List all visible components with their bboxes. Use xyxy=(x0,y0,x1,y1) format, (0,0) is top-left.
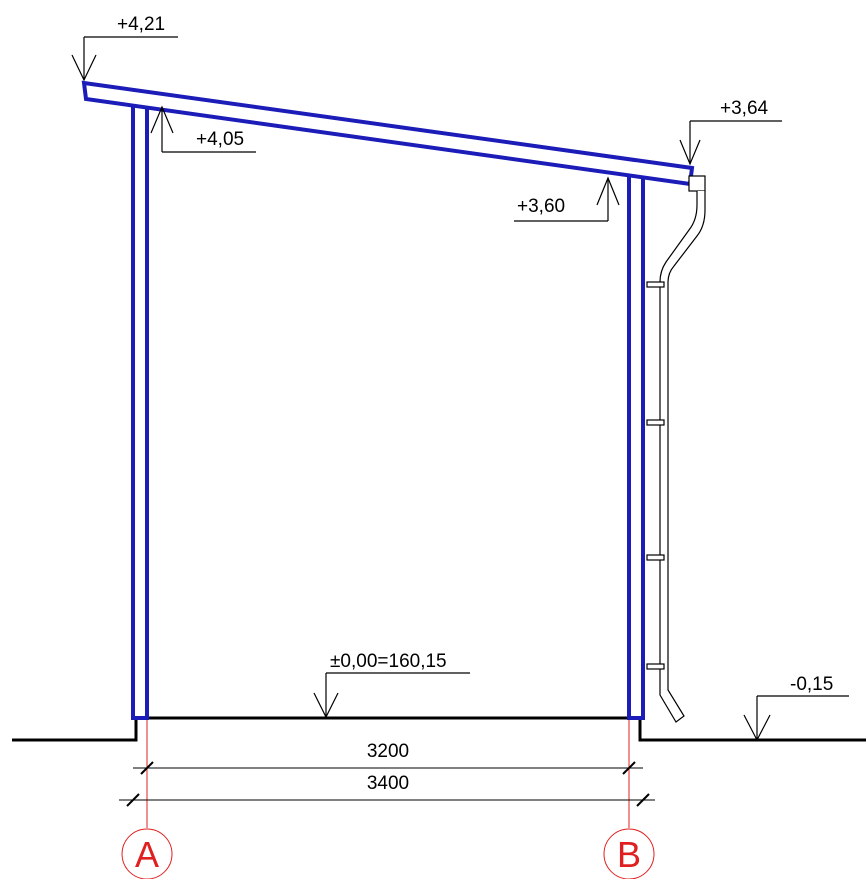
gutter xyxy=(688,175,706,192)
ground-line-left xyxy=(12,718,138,742)
elevation-mark-ground xyxy=(743,695,849,742)
downpipe-brackets xyxy=(646,281,665,670)
downpipe-bracket xyxy=(646,419,665,426)
left-wall xyxy=(131,101,149,720)
downpipe xyxy=(659,191,706,723)
elevation-label-wall-right: +3,60 xyxy=(517,196,565,217)
elevation-mark-wall-right xyxy=(514,176,620,222)
elevation-label-roof-right: +3,64 xyxy=(720,98,769,119)
elevation-label-floor: ±0,00=160,15 xyxy=(330,651,447,672)
elevation-mark-roof-right xyxy=(679,120,782,166)
dimension-label-outer: 3400 xyxy=(367,773,409,794)
dimension-line-outer xyxy=(119,793,655,807)
axis-bubble-a xyxy=(121,828,173,879)
axis-label-a: A xyxy=(135,834,159,875)
elevation-label-roof-left: +4,21 xyxy=(117,14,165,35)
downpipe-bracket xyxy=(646,554,665,561)
dimension-line-inner xyxy=(133,761,643,775)
downpipe-bracket xyxy=(646,281,665,288)
elevation-mark-roof-left xyxy=(71,36,178,82)
roof-slab xyxy=(81,80,695,187)
right-wall xyxy=(627,173,645,720)
elevation-mark-floor xyxy=(313,672,470,719)
dimension-label-inner: 3200 xyxy=(367,741,409,762)
axis-label-b: B xyxy=(617,834,641,875)
downpipe-bracket xyxy=(646,663,665,670)
ground-line-right xyxy=(638,718,866,742)
elevation-label-ground: -0,15 xyxy=(790,674,833,695)
elevation-label-wall-left: +4,05 xyxy=(196,129,244,150)
elevation-mark-wall-left xyxy=(150,105,256,153)
axis-bubble-b xyxy=(603,828,655,879)
